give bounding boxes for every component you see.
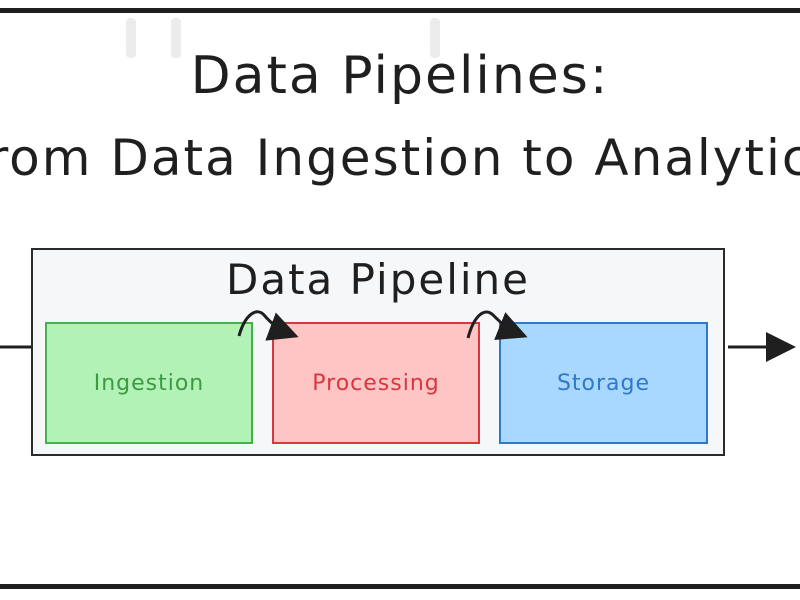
top-border-line — [0, 8, 800, 13]
bottom-border-line — [0, 584, 800, 589]
stage-processing: Processing — [272, 322, 480, 444]
stage-processing-label: Processing — [312, 370, 440, 396]
ingestion-to-processing-arrow — [237, 310, 299, 341]
stage-ingestion: Ingestion — [45, 322, 253, 444]
pipeline-label: Data Pipeline — [225, 255, 530, 304]
stage-storage-label: Storage — [556, 370, 651, 396]
title-line-two: From Data Ingestion to Analytics — [0, 129, 800, 187]
faint-background-mark — [126, 18, 136, 58]
stage-ingestion-label: Ingestion — [93, 370, 205, 396]
stage-storage: Storage — [499, 322, 708, 444]
processing-to-storage-arrow — [466, 310, 528, 341]
faint-background-mark — [430, 18, 440, 58]
faint-background-mark — [171, 18, 181, 58]
title-line-one: Data Pipelines: — [190, 46, 610, 106]
